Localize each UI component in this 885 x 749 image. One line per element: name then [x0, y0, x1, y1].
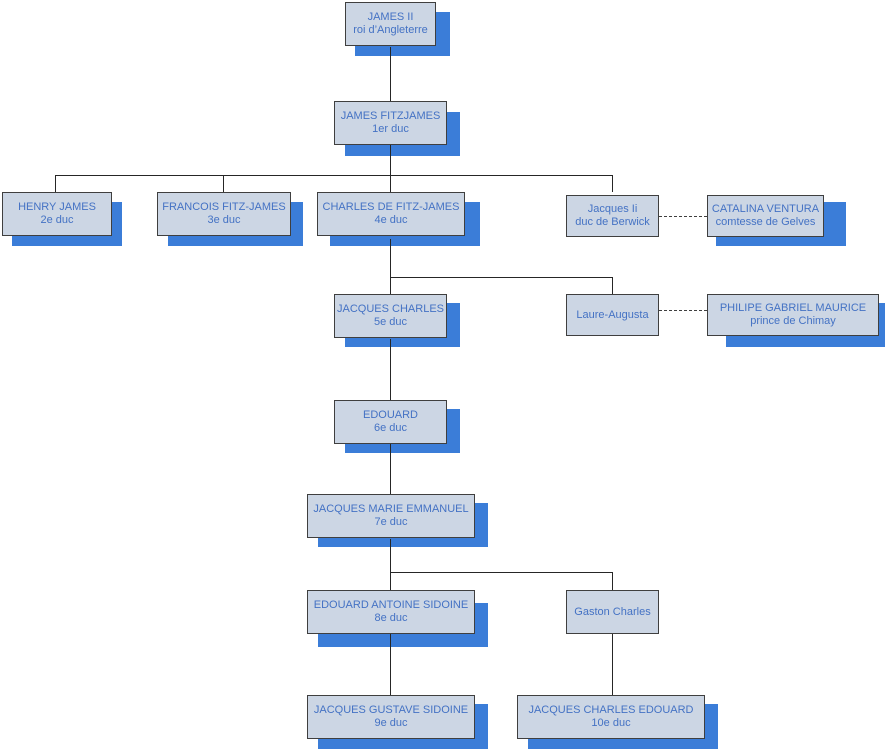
node-philipe-gabriel-maurice-line1: PHILIPE GABRIEL MAURICE [719, 302, 867, 315]
node-charles-de-fitz-james-line1: CHARLES DE FITZ-JAMES [322, 201, 460, 214]
node-james2-line2: roi d’Angleterre [353, 24, 428, 36]
node-charles-de-fitz-james-line2: 4e duc [374, 214, 408, 226]
connector-charles-down [390, 239, 391, 277]
node-jacques-ii[interactable]: Jacques Ii duc de Berwick [566, 195, 659, 237]
node-james2[interactable]: JAMES II roi d’Angleterre [345, 2, 436, 46]
node-catalina-ventura-line2: comtesse de Gelves [715, 216, 816, 228]
connector-gaston-to-10e [612, 634, 613, 695]
connector-james2-to-1er [390, 47, 391, 105]
connector-drop-8e [390, 572, 391, 590]
node-jacques-charles-edouard-line2: 10e duc [591, 717, 631, 729]
connector-5e-to-6e [390, 339, 391, 400]
node-francois-fitz-james-line2: 3e duc [207, 214, 241, 226]
connector-8e-to-9e [390, 634, 391, 695]
node-edouard-antoine-sidoine-line2: 8e duc [374, 612, 408, 624]
node-edouard[interactable]: EDOUARD 6e duc [334, 400, 447, 444]
node-francois-fitz-james[interactable]: FRANCOIS FITZ-JAMES 3e duc [157, 192, 291, 236]
node-edouard-antoine-sidoine-line1: EDOUARD ANTOINE SIDOINE [313, 599, 469, 612]
connector-drop-charles [390, 175, 391, 192]
node-jacques-charles-line1: JACQUES CHARLES [337, 303, 444, 316]
node-henry-james[interactable]: HENRY JAMES 2e duc [2, 192, 112, 236]
node-catalina-ventura-line1: CATALINA VENTURA [711, 203, 820, 216]
node-jacques-charles[interactable]: JACQUES CHARLES 5e duc [334, 294, 447, 338]
node-jacques-marie-emmanuel-line1: JACQUES MARIE EMMANUEL [313, 503, 469, 516]
connector-drop-henry-james [55, 175, 56, 192]
connector-drop-jacques-charles [390, 277, 391, 294]
node-gaston-charles-line1: Gaston Charles [574, 605, 651, 618]
connector-1er-down [390, 145, 391, 175]
node-francois-fitz-james-line1: FRANCOIS FITZ-JAMES [162, 201, 286, 214]
connector-sibling-bar-level3 [390, 277, 613, 278]
node-james-fitzjames[interactable]: JAMES FITZJAMES 1er duc [334, 101, 447, 145]
node-jacques-ii-line1: Jacques Ii [587, 203, 638, 216]
marriage-line-laure-philipe [659, 310, 707, 311]
connector-drop-jacques-ii [612, 175, 613, 192]
node-jacques-gustave-sidoine[interactable]: JACQUES GUSTAVE SIDOINE 9e duc [307, 695, 475, 739]
connector-6e-to-7e [390, 439, 391, 494]
node-laure-augusta-line1: Laure-Augusta [576, 308, 649, 321]
node-james2-line1: JAMES II [367, 11, 414, 24]
node-james-fitzjames-line2: 1er duc [372, 123, 409, 135]
node-charles-de-fitz-james[interactable]: CHARLES DE FITZ-JAMES 4e duc [317, 192, 465, 236]
node-jacques-charles-line2: 5e duc [373, 316, 408, 328]
node-jacques-charles-edouard-line1: JACQUES CHARLES EDOUARD [528, 704, 694, 717]
node-gaston-charles[interactable]: Gaston Charles [566, 590, 659, 634]
node-philipe-gabriel-maurice[interactable]: PHILIPE GABRIEL MAURICE prince de Chimay [707, 294, 879, 336]
node-henry-james-line1: HENRY JAMES [18, 201, 96, 214]
node-laure-augusta[interactable]: Laure-Augusta [566, 294, 659, 336]
node-catalina-ventura[interactable]: CATALINA VENTURA comtesse de Gelves [707, 195, 824, 237]
connector-sibling-bar-level-bottom [390, 572, 613, 573]
node-edouard-line2: 6e duc [373, 422, 408, 434]
connector-drop-laure-augusta [612, 277, 613, 294]
connector-sibling-bar-level2 [55, 175, 613, 176]
node-henry-james-line2: 2e duc [40, 214, 74, 226]
node-jacques-marie-emmanuel-line2: 7e duc [374, 516, 408, 528]
marriage-line-jacquesii-catalina [659, 216, 707, 217]
node-james-fitzjames-line1: JAMES FITZJAMES [340, 110, 441, 123]
connector-drop-gaston [612, 572, 613, 590]
node-jacques-marie-emmanuel[interactable]: JACQUES MARIE EMMANUEL 7e duc [307, 494, 475, 538]
node-philipe-gabriel-maurice-line2: prince de Chimay [750, 315, 836, 327]
node-jacques-gustave-sidoine-line1: JACQUES GUSTAVE SIDOINE [313, 704, 469, 717]
node-jacques-ii-line2: duc de Berwick [575, 216, 650, 228]
connector-7e-down [390, 539, 391, 572]
connector-drop-francois [223, 175, 224, 192]
node-edouard-antoine-sidoine[interactable]: EDOUARD ANTOINE SIDOINE 8e duc [307, 590, 475, 634]
node-jacques-gustave-sidoine-line2: 9e duc [374, 717, 408, 729]
node-edouard-line1: EDOUARD [362, 409, 418, 422]
node-jacques-charles-edouard[interactable]: JACQUES CHARLES EDOUARD 10e duc [517, 695, 705, 739]
